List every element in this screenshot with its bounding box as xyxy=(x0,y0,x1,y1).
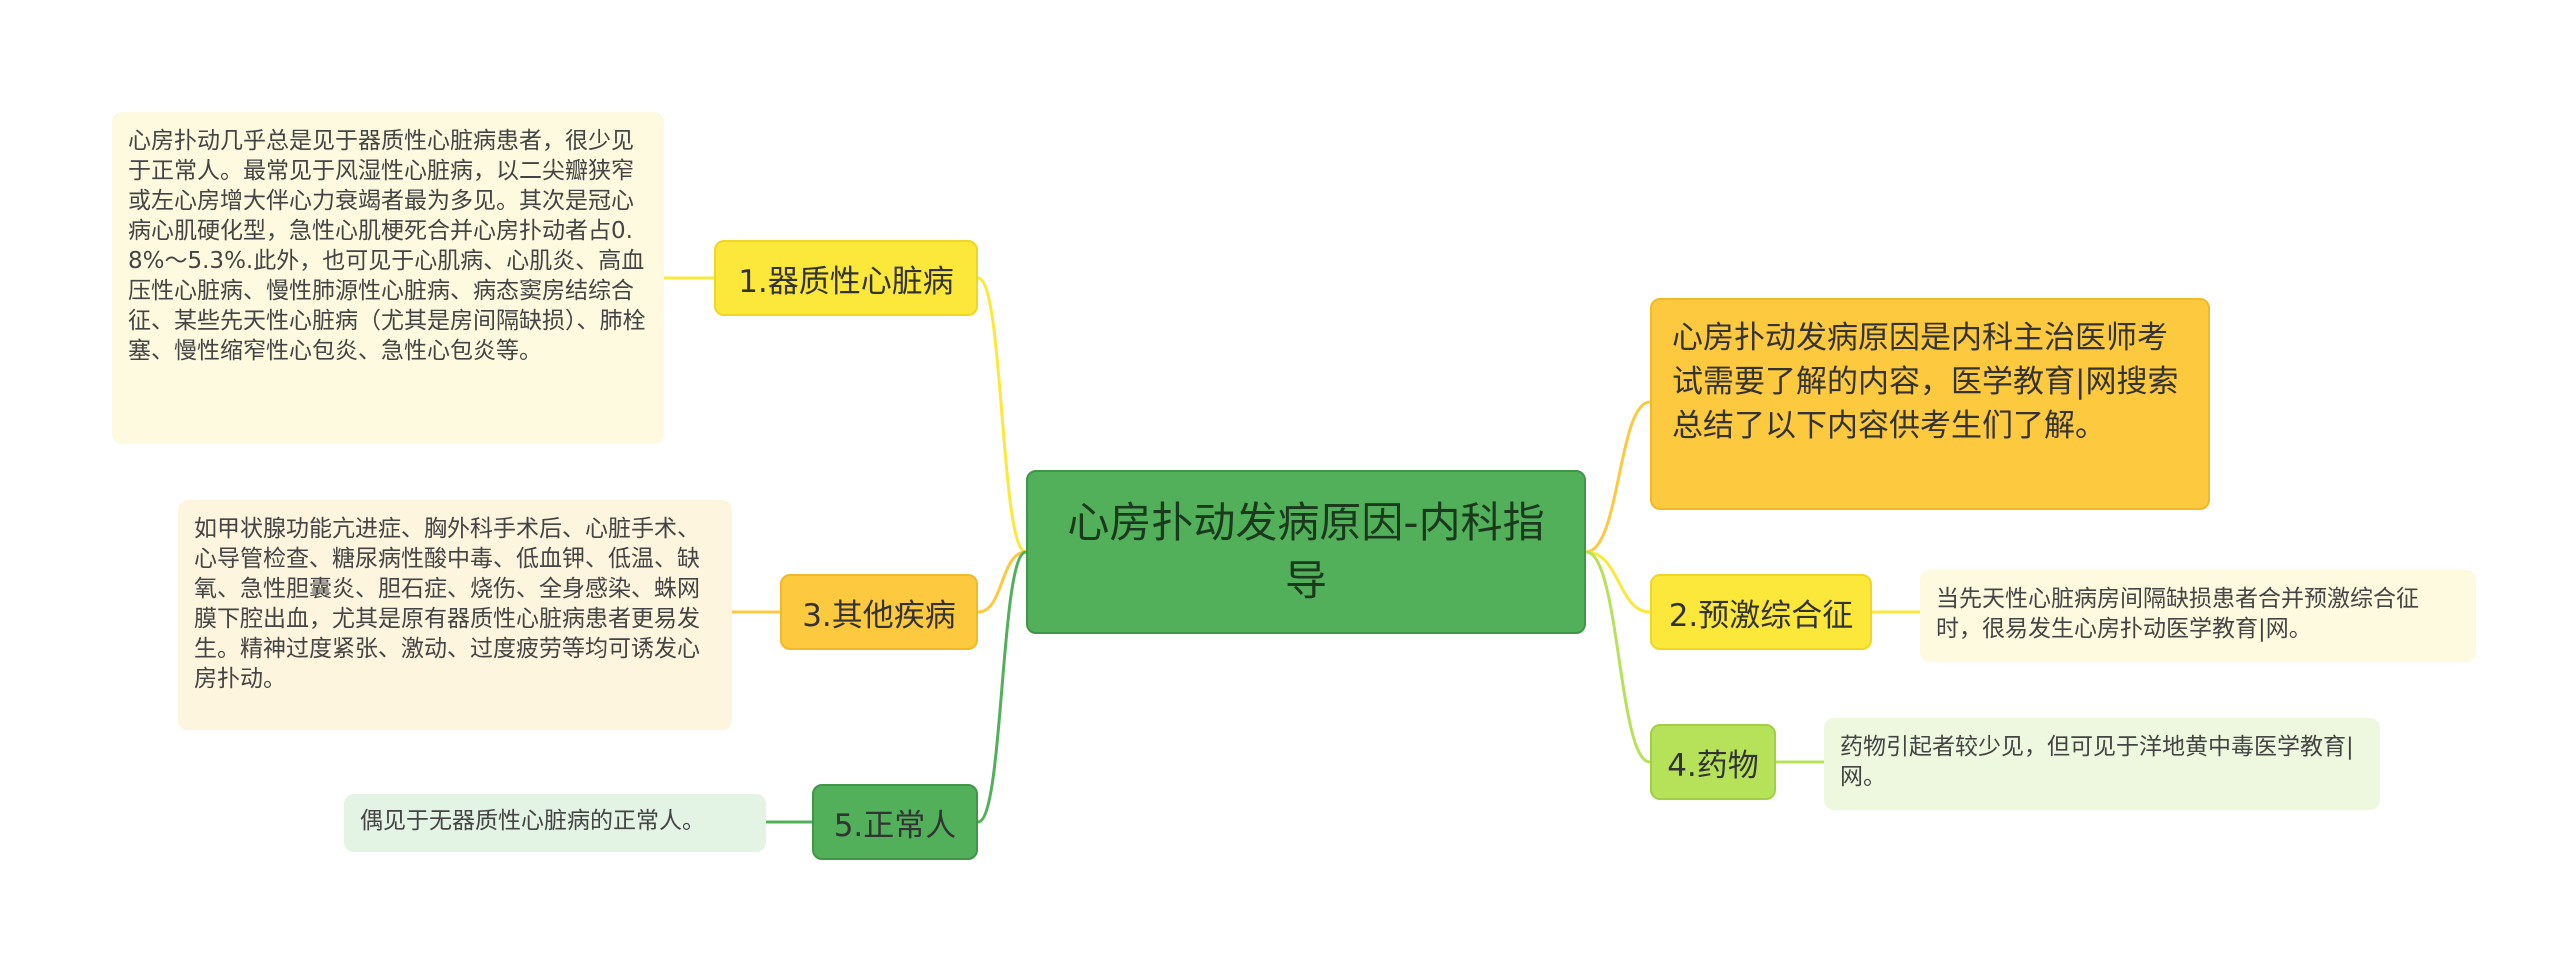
leaf-text: 当先天性心脏病房间隔缺损患者合并预激综合征时，很易发生心房扑动医学教育|网。 xyxy=(1936,586,2419,642)
branch-label: 4.药物 xyxy=(1667,747,1759,784)
leaf-text: 药物引起者较少见，但可见于洋地黄中毒医学教育|网。 xyxy=(1840,734,2354,790)
branch-label: 5.正常人 xyxy=(833,807,957,844)
link-root-intro xyxy=(1585,400,1651,554)
branch-structural-heart-disease[interactable]: 1.器质性心脏病 xyxy=(714,240,978,316)
branch-label: 2.预激综合征 xyxy=(1668,597,1854,634)
root-topic[interactable]: 心房扑动发病原因-内科指导 xyxy=(1026,470,1586,634)
intro-note[interactable]: 心房扑动发病原因是内科主治医师考试需要了解的内容，医学教育|网搜索总结了以下内容… xyxy=(1650,298,2210,510)
leaf-structural-heart-disease[interactable]: 心房扑动几乎总是见于器质性心脏病患者，很少见于正常人。最常见于风湿性心脏病，以二… xyxy=(112,112,664,444)
leaf-drugs[interactable]: 药物引起者较少见，但可见于洋地黄中毒医学教育|网。 xyxy=(1824,718,2380,810)
branch-normal-people[interactable]: 5.正常人 xyxy=(812,784,978,860)
leaf-normal-people[interactable]: 偶见于无器质性心脏病的正常人。 xyxy=(344,794,766,852)
link-root-branch4 xyxy=(1585,550,1651,764)
leaf-text: 偶见于无器质性心脏病的正常人。 xyxy=(360,808,705,834)
intro-note-text: 心房扑动发病原因是内科主治医师考试需要了解的内容，医学教育|网搜索总结了以下内容… xyxy=(1672,320,2179,444)
leaf-text: 心房扑动几乎总是见于器质性心脏病患者，很少见于正常人。最常见于风湿性心脏病，以二… xyxy=(128,128,646,364)
branch-label: 3.其他疾病 xyxy=(802,597,956,634)
leaf-other-diseases[interactable]: 如甲状腺功能亢进症、胸外科手术后、心脏手术、心导管检查、糖尿病性酸中毒、低血钾、… xyxy=(178,500,732,730)
link-root-branch5 xyxy=(977,550,1027,824)
link-root-branch3 xyxy=(977,550,1027,614)
branch-preexcitation-syndrome[interactable]: 2.预激综合征 xyxy=(1650,574,1872,650)
branch-label: 1.器质性心脏病 xyxy=(738,263,954,300)
leaf-preexcitation-syndrome[interactable]: 当先天性心脏病房间隔缺损患者合并预激综合征时，很易发生心房扑动医学教育|网。 xyxy=(1920,570,2476,662)
branch-drugs[interactable]: 4.药物 xyxy=(1650,724,1776,800)
link-root-branch2 xyxy=(1585,550,1651,614)
leaf-text: 如甲状腺功能亢进症、胸外科手术后、心脏手术、心导管检查、糖尿病性酸中毒、低血钾、… xyxy=(194,516,700,692)
link-root-branch1 xyxy=(977,276,1027,554)
root-topic-text: 心房扑动发病原因-内科指导 xyxy=(1067,498,1545,605)
branch-other-diseases[interactable]: 3.其他疾病 xyxy=(780,574,978,650)
